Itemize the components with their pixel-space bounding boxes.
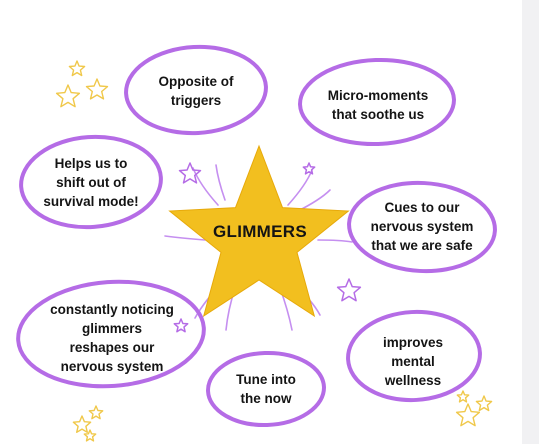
bubble-micro-moments: Micro-moments that soothe us xyxy=(327,88,429,122)
bubble-outline-opposite xyxy=(124,44,268,136)
bubble-cues: Cues to our nervous system that we are s… xyxy=(370,200,474,253)
purple-sparkles xyxy=(173,162,362,333)
bubble-outline-reshapes xyxy=(16,279,206,389)
bubble-outline-cues xyxy=(347,180,497,274)
purple-sparkle-icon xyxy=(302,162,316,175)
bubble-outline-micro-moments xyxy=(298,57,456,147)
bubble-opposite-of-triggers: Opposite of triggers xyxy=(158,74,234,108)
gold-sparkle-icon xyxy=(55,84,81,108)
gold-sparkle-icon xyxy=(455,403,481,427)
bubble-outline-improves xyxy=(346,309,482,403)
bubble-reshapes: constantly noticing glimmers reshapes ou… xyxy=(50,302,174,374)
gold-sparkles xyxy=(55,60,493,442)
side-panel xyxy=(522,0,539,444)
bubble-improves: improves mental wellness xyxy=(382,335,444,388)
central-star xyxy=(168,144,350,318)
gold-sparkle-icon xyxy=(456,390,470,403)
purple-sparkle-icon xyxy=(178,162,202,184)
purple-sparkle-icon xyxy=(173,318,189,333)
center-label: GLIMMERS xyxy=(212,222,307,241)
gold-sparkle-icon xyxy=(83,429,97,442)
purple-sparkle-icon xyxy=(336,278,362,302)
gold-sparkle-icon xyxy=(475,395,493,412)
gold-sparkle-icon xyxy=(68,60,86,77)
bubble-tune-into-now: Tune into the now xyxy=(236,372,296,406)
bubble-outlines xyxy=(16,44,497,428)
bubble-shift-out: Helps us to shift out of survival mode! xyxy=(43,156,139,209)
gold-sparkle-icon xyxy=(85,78,109,100)
gold-sparkle-icon xyxy=(88,405,104,420)
gold-sparkle-icon xyxy=(72,415,92,433)
bubble-outline-shift xyxy=(19,134,163,230)
bubble-outline-tune xyxy=(206,350,326,428)
